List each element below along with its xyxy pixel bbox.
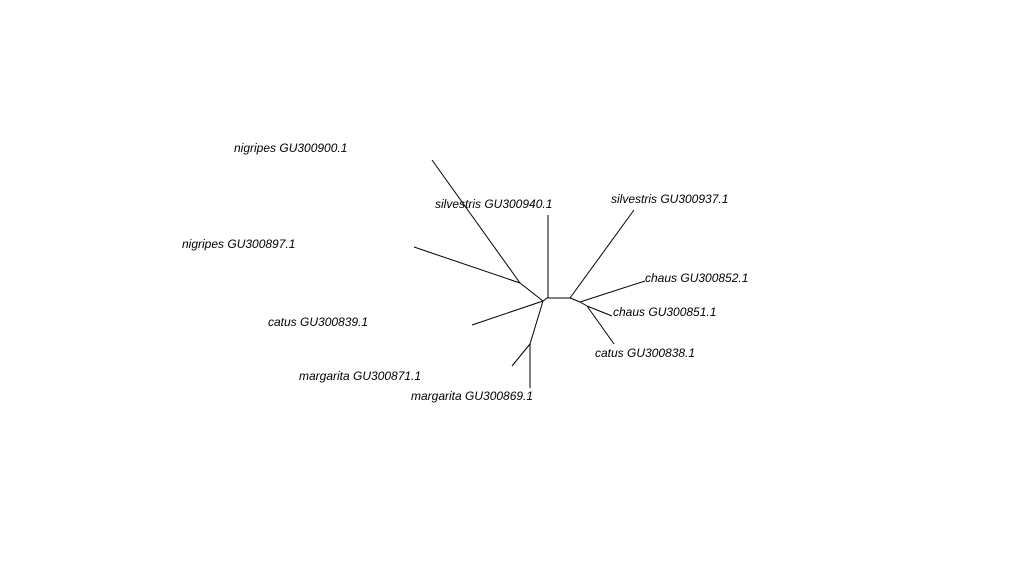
tip-label-chaus-GU300851: chaus GU300851.1 [613,305,716,319]
tip-label-margarita-GU300871: margarita GU300871.1 [299,369,421,383]
edge-nigripes-GU300897 [413,246,521,284]
edge-silvestris-GU300937 [569,209,635,299]
tip-labels: nigripes GU300900.1 silvestris GU300940.… [182,141,748,403]
tip-label-nigripes-GU300900: nigripes GU300900.1 [234,141,347,155]
edge-chaus-GU300852 [579,280,646,303]
edge-internal-margarita [529,300,544,345]
edge-internal-right-diag [569,297,581,303]
tip-label-silvestris-GU300940: silvestris GU300940.1 [435,197,552,211]
tip-label-catus-GU300838: catus GU300838.1 [595,346,695,360]
edge-internal-nigripes [519,282,544,302]
edge-internal-left-diag [542,297,548,302]
edge-chaus-GU300851 [586,305,613,317]
edge-catus-GU300839 [471,300,544,326]
tip-label-margarita-GU300869: margarita GU300869.1 [411,389,533,403]
edge-catus-GU300838 [586,305,615,345]
edge-internal-chaus-catus [579,301,588,307]
tip-label-silvestris-GU300937: silvestris GU300937.1 [611,192,728,206]
edge-margarita-GU300871 [511,343,531,367]
tip-label-catus-GU300839: catus GU300839.1 [268,315,368,329]
tip-label-nigripes-GU300897: nigripes GU300897.1 [182,237,295,251]
tree-edges [413,159,646,388]
edge-nigripes-GU300900 [431,159,521,284]
tip-label-chaus-GU300852: chaus GU300852.1 [645,271,748,285]
